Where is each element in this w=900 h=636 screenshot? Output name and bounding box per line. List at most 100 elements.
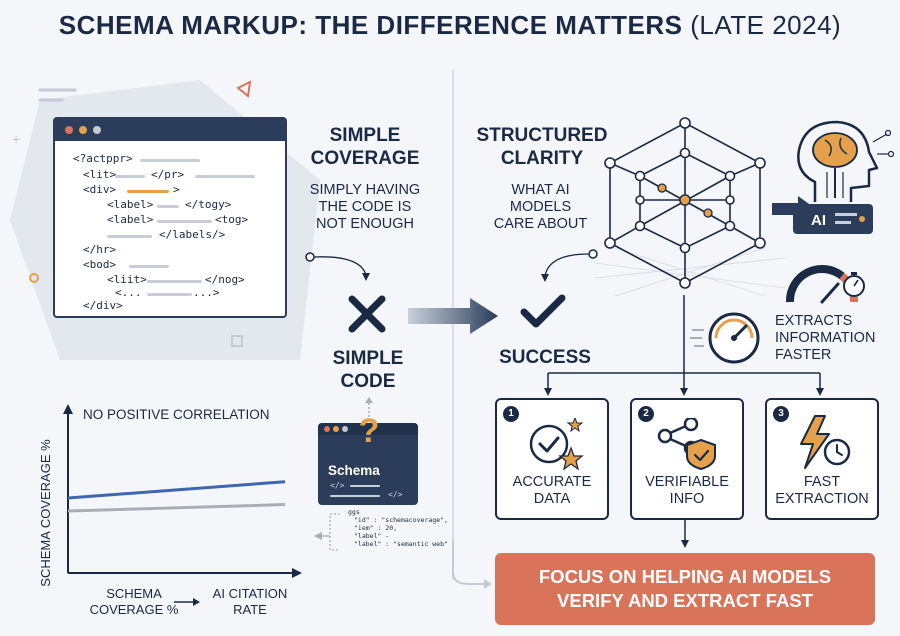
simple-code-heading-line: CODE — [340, 371, 396, 392]
schema-window: Schema </> </> — [318, 423, 418, 505]
circuit-node — [884, 129, 892, 137]
card-label-line: INFO — [669, 491, 705, 507]
card-label-line: ACCURATE — [512, 474, 592, 490]
brain-shape — [812, 132, 858, 168]
code-editor-window: <?actppr> <lit> </pr> <div> > <label> </… — [53, 117, 287, 318]
simple-coverage-heading-line: SIMPLE — [329, 125, 401, 146]
code-line: </labels/> — [159, 228, 226, 241]
x-mark-icon — [348, 295, 386, 333]
card-label: VERIFIABLE INFO — [632, 474, 742, 508]
ai-badge-stroke — [835, 221, 851, 224]
simple-coverage-heading: SIMPLE COVERAGE — [300, 124, 430, 170]
window-titlebar — [55, 119, 285, 141]
card-label-line: VERIFIABLE — [645, 474, 729, 490]
window-dot-yellow — [333, 426, 339, 432]
structured-connector — [541, 249, 598, 282]
schema-stroke — [330, 495, 380, 497]
window-dot-yellow — [79, 126, 87, 134]
snippet-bracket-icon — [314, 513, 340, 551]
head-outline — [797, 120, 879, 202]
schema-label: Schema — [328, 463, 380, 478]
simple-coverage-heading-line: COVERAGE — [310, 148, 420, 169]
connector-path — [313, 256, 367, 276]
schema-snippet-line: ggs — [348, 508, 360, 516]
simple-coverage-sub-line: NOT ENOUGH — [315, 216, 415, 232]
window-dot-red — [65, 126, 73, 134]
checked-star-icon — [529, 418, 584, 470]
big-arrow-icon — [408, 298, 498, 334]
success-label: SUCCESS — [499, 347, 591, 368]
extracts-line: FASTER — [775, 347, 832, 363]
card-number-badge: 2 — [638, 406, 654, 422]
schema-code: </> — [330, 481, 345, 490]
code-stroke — [157, 220, 212, 223]
card-label-line: EXTRACTION — [775, 491, 869, 507]
code-line: </togy> — [185, 198, 232, 211]
code-stroke-highlight — [127, 190, 169, 193]
gauge-arc — [785, 264, 845, 303]
chart-ylabel: SCHEMA COVERAGE % — [38, 439, 53, 587]
window-dot-gray — [342, 426, 348, 432]
schema-stroke — [350, 485, 380, 487]
chart-series-line-lower — [67, 503, 286, 513]
chart-x-axis-arrowhead — [292, 568, 302, 578]
simple-code-heading-line: SIMPLE — [332, 348, 404, 369]
speedometer-hub — [731, 335, 737, 341]
structured-clarity-heading-line: STRUCTURED — [476, 125, 608, 146]
code-line: </div> — [83, 299, 123, 312]
code-stroke — [140, 159, 200, 162]
schema-snippet-line: "label" : "semantic web" — [354, 540, 448, 548]
code-line: <div> — [83, 183, 117, 196]
extracts-line: EXTRACTS — [775, 313, 853, 329]
structured-clarity-sub-line: CARE ABOUT — [493, 216, 588, 232]
arrow-to-banner — [681, 518, 689, 548]
share-shield-icon — [657, 418, 716, 470]
connector-arrowhead — [541, 274, 549, 282]
lightning-clock-icon — [800, 415, 851, 469]
simple-coverage-sub-line: SIMPLY HAVING — [309, 182, 421, 198]
chart-xlabel-right: AI CITATION — [213, 586, 288, 601]
section-divider — [452, 70, 454, 580]
question-mark-icon: ? — [358, 412, 380, 450]
code-stroke — [195, 175, 255, 178]
stopwatch-hand — [853, 279, 859, 287]
banner-line: FOCUS ON HELPING AI MODELS — [538, 566, 832, 587]
card-number-badge: 1 — [503, 406, 519, 422]
structured-clarity-heading: STRUCTURED CLARITY — [462, 124, 622, 170]
extracts-faster-text: EXTRACTS INFORMATION FASTER — [775, 313, 895, 364]
stopwatch-button — [851, 272, 857, 275]
structured-clarity-heading-line: CLARITY — [500, 148, 584, 169]
card-accurate-data: 1 ACCURATE DATA — [495, 398, 609, 520]
window-dot-red — [324, 426, 330, 432]
ai-badge-label: AI — [811, 212, 826, 229]
code-line: </hr> — [83, 243, 117, 256]
card-verifiable-info: 2 VERIFIABLE INFO — [630, 398, 744, 520]
check-mark-icon — [520, 294, 566, 328]
code-line: <?actppr> — [73, 152, 133, 165]
chart-xlabel-left: SCHEMA — [106, 586, 162, 601]
structured-clarity-subtext: WHAT AI MODELS CARE ABOUT — [478, 182, 603, 233]
ai-brain-head-icon: AI — [793, 120, 895, 234]
code-line: <label> — [107, 198, 154, 211]
card-number-badge: 3 — [773, 406, 789, 422]
card-fast-extraction: 3 FAST EXTRACTION — [765, 398, 879, 520]
code-line: <label> — [107, 213, 154, 226]
connector-arrowhead — [362, 273, 370, 281]
gauge-needle — [820, 282, 840, 304]
schema-code: </> — [388, 490, 403, 499]
page-title-suffix: (LATE 2024) — [690, 10, 842, 40]
divider-curve-arrow — [452, 540, 492, 589]
code-stroke — [115, 175, 145, 178]
code-stroke — [157, 205, 179, 208]
connector-path — [544, 253, 590, 277]
card-label-line: DATA — [533, 491, 571, 507]
window-dot-gray — [93, 126, 101, 134]
ai-badge-stroke — [835, 213, 857, 216]
schema-snippet-line: "id" : "schemacoverage", — [354, 516, 448, 524]
code-line: <tog> — [215, 213, 249, 226]
chart-series-line-upper — [67, 480, 286, 500]
page-title: SCHEMA MARKUP: THE DIFFERENCE MATTERS (L… — [0, 10, 900, 41]
circuit-node — [887, 150, 895, 158]
code-stroke — [147, 293, 192, 296]
dotted-up-arrow — [365, 397, 373, 421]
